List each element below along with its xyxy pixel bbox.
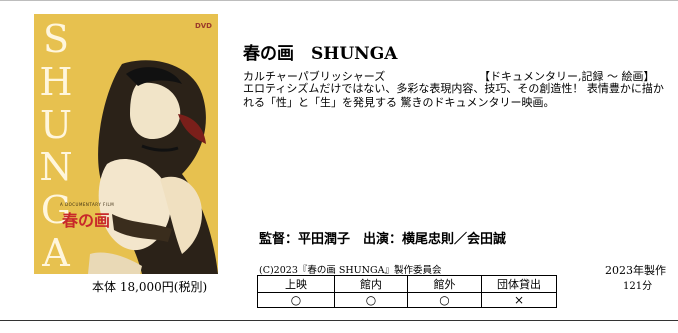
- cover-letter: A: [42, 230, 70, 274]
- publisher-name: カルチャーパブリッシャーズ: [243, 70, 386, 83]
- cover-letter: G: [40, 188, 72, 233]
- product-description: エロティシズムだけではない、多彩な表現内容、技巧、その創造性！ 表情豊かに描かれ…: [243, 82, 664, 109]
- cover-letter: S: [42, 17, 70, 61]
- usage-rights-table: 上映 館内 館外 団体貸出 ○ ○ ○ ×: [257, 275, 557, 308]
- usage-value-screening: ○: [257, 292, 335, 308]
- production-year: 2023年製作: [605, 264, 666, 277]
- bottom-border: [0, 320, 678, 321]
- price-label: 本体 18,000円(税別): [92, 280, 208, 294]
- ukiyoe-illustration: [88, 60, 218, 274]
- credits-line: 監督：平田潤子 出演：横尾忠則／会田誠: [259, 232, 507, 247]
- usage-header-group-lending: 団体貸出: [481, 275, 557, 293]
- usage-value-group-lending: ×: [481, 292, 557, 308]
- usage-value-in-library: ○: [334, 292, 408, 308]
- cover-letter: U: [39, 102, 73, 147]
- cover-japanese-title: 春の画: [62, 211, 111, 230]
- usage-header-screening: 上映: [257, 275, 335, 293]
- runtime: 121分: [623, 281, 653, 292]
- usage-header-row: 上映 館内 館外 団体貸出: [257, 275, 557, 293]
- top-border: [0, 0, 678, 5]
- usage-value-row: ○ ○ ○ ×: [257, 292, 557, 308]
- usage-header-in-library: 館内: [334, 275, 408, 293]
- product-title: 春の画 SHUNGA: [243, 44, 398, 64]
- cover-letter: N: [39, 145, 73, 190]
- usage-value-out-library: ○: [407, 292, 482, 308]
- dvd-logo: DVD: [194, 22, 212, 30]
- cover-title-vertical: S H U N G A: [36, 20, 76, 272]
- dvd-cover-image: S H U N G A DVD A DOCUMENTARY FILM 春の画: [34, 14, 218, 274]
- cover-letter: H: [39, 59, 73, 104]
- usage-header-out-library: 館外: [407, 275, 482, 293]
- copyright-notice: (C)2023『春の画 SHUNGA』製作委員会: [259, 265, 442, 276]
- genre-label: 【ドキュメンタリー,記録 ～ 絵画】: [479, 70, 655, 83]
- cover-kicker-text: A DOCUMENTARY FILM: [60, 202, 115, 207]
